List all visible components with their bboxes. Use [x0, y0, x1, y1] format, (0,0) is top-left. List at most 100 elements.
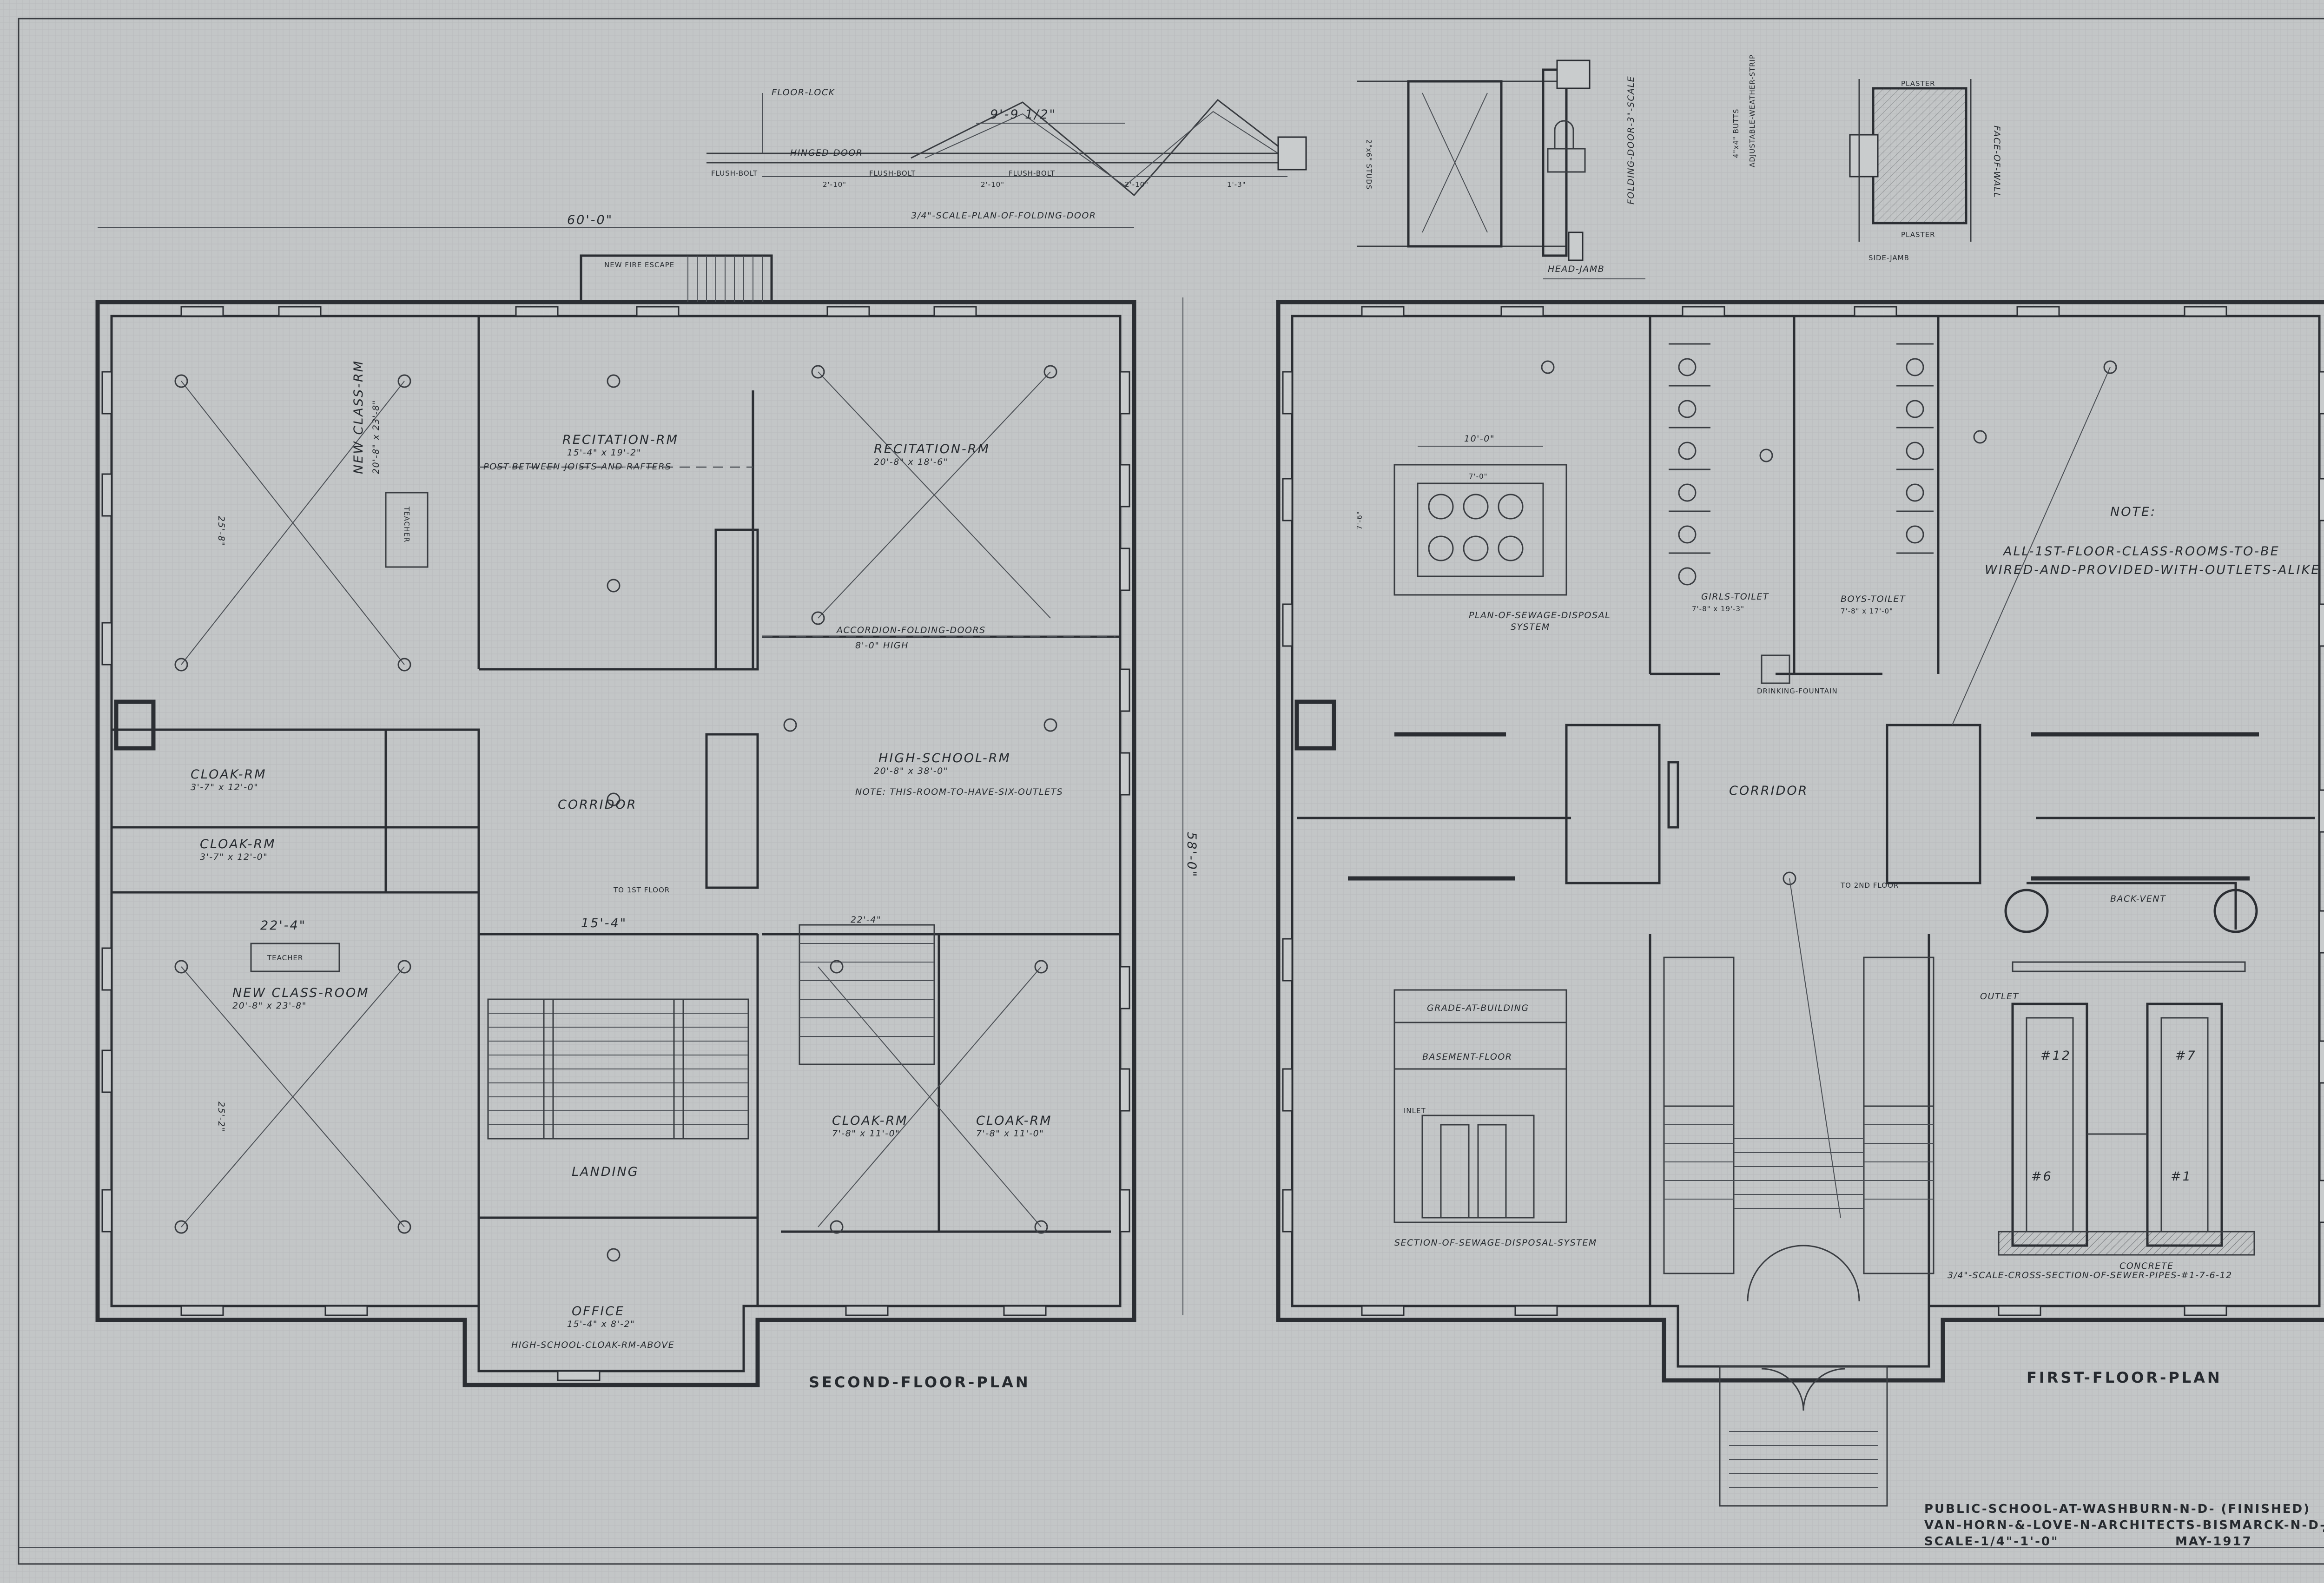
- room-high-school-rm: HIGH-SCHOOL-RM: [878, 751, 1011, 765]
- flush-bolt-2: FLUSH-BOLT: [869, 169, 916, 178]
- folding-door-plan-detail: 9'-9 1/2" FLOOR-LOCK HINGED-DOOR FLUSH-B…: [706, 87, 1307, 221]
- room-dim-b: 25'-2": [216, 1102, 226, 1132]
- title-block: PUBLIC-SCHOOL-AT-WASHBURN-N-D- (FINISHED…: [1924, 1502, 2324, 1549]
- title-line-3: SCALE-1/4"-1'-0": [1924, 1535, 2059, 1549]
- side-jamb-label: SIDE-JAMB: [1868, 254, 1909, 262]
- room-recitation-rm-2-dims: 20'-8" x 18'-6": [874, 457, 948, 467]
- toilet-fixtures: [1669, 343, 1934, 586]
- high-school-note: NOTE: THIS-ROOM-TO-HAVE-SIX-OUTLETS: [855, 787, 1063, 797]
- room-dim-a: 25'-8": [216, 516, 226, 547]
- first-floor-windows: [1282, 306, 2324, 1316]
- weather-strip-label: ADJUSTABLE-WEATHER-STRIP: [1748, 54, 1756, 167]
- second-floor-light-lines: [181, 371, 1051, 1227]
- sewage-inlet: INLET: [1404, 1107, 1426, 1115]
- sewage-plan-title-1: PLAN-OF-SEWAGE-DISPOSAL: [1469, 610, 1611, 620]
- back-vent: BACK-VENT: [2110, 894, 2166, 904]
- to-second-floor: TO 2ND FLOOR: [1840, 881, 1899, 890]
- flush-bolt-3: FLUSH-BOLT: [1009, 169, 1055, 178]
- room-cloak-rm-3: CLOAK-RM: [832, 1114, 908, 1128]
- teacher-desk-1: TEACHER: [403, 506, 411, 542]
- first-floor-note-1: NOTE:: [2110, 505, 2156, 519]
- second-floor-stairs: 22'-4": [487, 915, 935, 1140]
- fire-escape-label: NEW FIRE ESCAPE: [604, 261, 674, 269]
- title-date: MAY-1917: [2175, 1535, 2252, 1549]
- folding-door-plan-label: 3/4"-SCALE-PLAN-OF-FOLDING-DOOR: [911, 211, 1096, 221]
- fd-seg-d: 1'-3": [1227, 180, 1246, 189]
- room-cloak-rm-4-dims: 7'-8" x 11'-0": [976, 1128, 1044, 1139]
- second-floor-corridor: CORRIDOR: [558, 798, 637, 812]
- pipe-outlet: OUTLET: [1980, 991, 2019, 1002]
- boys-toilet-dims: 7'-8" x 17'-0": [1841, 607, 1893, 615]
- sheet-border: [18, 18, 2324, 1565]
- boys-toilet-label: BOYS-TOILET: [1841, 594, 1906, 604]
- fd-seg-c: 2'-10": [1125, 180, 1149, 189]
- first-floor-note-2: ALL-1ST-FLOOR-CLASS-ROOMS-TO-BE: [2002, 544, 2280, 559]
- second-floor-title: SECOND-FLOOR-PLAN: [809, 1373, 1030, 1391]
- entrance-steps: [1719, 1365, 1888, 1507]
- studs-label: 2"x6" STUDS: [1365, 139, 1373, 190]
- room-recitation-rm-1: RECITATION-RM: [562, 433, 679, 447]
- room-recitation-rm-1-dims: 15'-4" x 19'-2": [567, 448, 641, 458]
- floor-lock-label: FLOOR-LOCK: [772, 87, 835, 98]
- title-line-1: PUBLIC-SCHOOL-AT-WASHBURN-N-D- (FINISHED…: [1924, 1502, 2311, 1516]
- sewage-disposal-plan: 10'-0" 7'-0" 7'-6" PLAN-OF-SEWAGE-DISPOS…: [1355, 434, 1611, 632]
- corridor-width: 15'-4": [581, 916, 627, 930]
- drinking-fountain-label: DRINKING-FOUNTAIN: [1757, 687, 1838, 695]
- overall-depth: 58'-0": [1184, 832, 1199, 878]
- head-jamb-label: HEAD-JAMB: [1548, 264, 1604, 274]
- pipe-7: #7: [2175, 1049, 2197, 1063]
- room-cloak-rm-4: CLOAK-RM: [976, 1114, 1052, 1128]
- room-high-school-rm-dims: 20'-8" x 38'-0": [874, 766, 948, 776]
- first-floor-title: FIRST-FLOOR-PLAN: [2027, 1369, 2222, 1386]
- folding-door-width: 9'-9 1/2": [990, 107, 1056, 122]
- pipe-section-title: 3/4"-SCALE-CROSS-SECTION-OF-SEWER-PIPES-…: [1948, 1270, 2232, 1280]
- first-floor-plan: GIRLS-TOILET 7'-8" x 19'-3" BOYS-TOILET …: [1276, 300, 2324, 1507]
- stair-width: 22'-4": [851, 915, 881, 925]
- hinged-door-label: HINGED-DOOR: [790, 148, 863, 158]
- sewage-plan-title-2: SYSTEM: [1511, 622, 1550, 632]
- sewage-dim: 10'-0": [1464, 434, 1495, 444]
- sewage-section-title: SECTION-OF-SEWAGE-DISPOSAL-SYSTEM: [1394, 1238, 1597, 1248]
- room-new-class-rm: NEW CLASS-RM: [351, 360, 366, 474]
- sewage-section-detail: GRADE-AT-BUILDING BASEMENT-FLOOR INLET S…: [1393, 989, 1597, 1248]
- pipe-12: #12: [2040, 1049, 2071, 1063]
- grade-at-building: GRADE-AT-BUILDING: [1427, 1003, 1529, 1013]
- sewage-dim-side: 7'-6": [1355, 511, 1364, 530]
- second-floor-plan: 60'-0" 58'-0" NEW FIRE ESCAPE: [95, 213, 1199, 1391]
- first-floor-note-3: WIRED-AND-PROVIDED-WITH-OUTLETS-ALIKE: [1985, 563, 2320, 577]
- flush-bolt-1: FLUSH-BOLT: [711, 169, 758, 178]
- basement-floor: BASEMENT-FLOOR: [1422, 1052, 1512, 1062]
- second-floor-landing: LANDING: [572, 1165, 639, 1179]
- room-office: OFFICE: [572, 1304, 625, 1319]
- room-new-class-room: NEW CLASS-ROOM: [232, 986, 370, 1000]
- butts-label: 4"x4" BUTTS: [1732, 109, 1740, 158]
- sheet-number: 4A: [2322, 1507, 2324, 1546]
- fd-seg-b: 2'-10": [981, 180, 1004, 189]
- room-cloak-rm-2: CLOAK-RM: [200, 837, 276, 851]
- girls-toilet-dims: 7'-8" x 19'-3": [1692, 605, 1744, 613]
- pipe-concrete: CONCRETE: [2119, 1261, 2174, 1271]
- first-floor-stairs: [1663, 956, 1934, 1302]
- first-floor-corridor: CORRIDOR: [1729, 784, 1808, 798]
- classroom-depth: 22'-4": [260, 918, 306, 933]
- room-recitation-rm-2: RECITATION-RM: [874, 442, 990, 456]
- pipe-6: #6: [2031, 1169, 2053, 1184]
- room-new-class-rm-dims: 20'-8" x 23'-8": [371, 400, 381, 474]
- room-cloak-rm-3-dims: 7'-8" x 11'-0": [832, 1128, 900, 1139]
- high-school-cloak-note: HIGH-SCHOOL-CLOAK-RM-ABOVE: [511, 1340, 674, 1350]
- plaster-bottom: PLASTER: [1901, 231, 1935, 239]
- girls-toilet-label: GIRLS-TOILET: [1701, 592, 1769, 602]
- second-floor-windows: [101, 306, 1130, 1381]
- sewage-dim-inner: 7'-0": [1469, 472, 1488, 481]
- fire-escape-stair: [687, 256, 763, 302]
- accordion-note: ACCORDION-FOLDING-DOORS: [836, 625, 986, 635]
- post-note: POST-BETWEEN-JOISTS-AND-RAFTERS: [483, 462, 672, 472]
- second-floor-light-fixtures: [174, 365, 1057, 1262]
- side-jamb-detail: PLASTER PLASTER SIDE-JAMB FACE-OF-WALL 4…: [1732, 54, 2002, 262]
- folding-door-scale-label: FOLDING-DOOR-3"-SCALE: [1626, 76, 1636, 204]
- to-first-floor: TO 1ST FLOOR: [613, 886, 670, 894]
- fd-seg-a: 2'-10": [823, 180, 846, 189]
- pipe-1: #1: [2171, 1169, 2192, 1184]
